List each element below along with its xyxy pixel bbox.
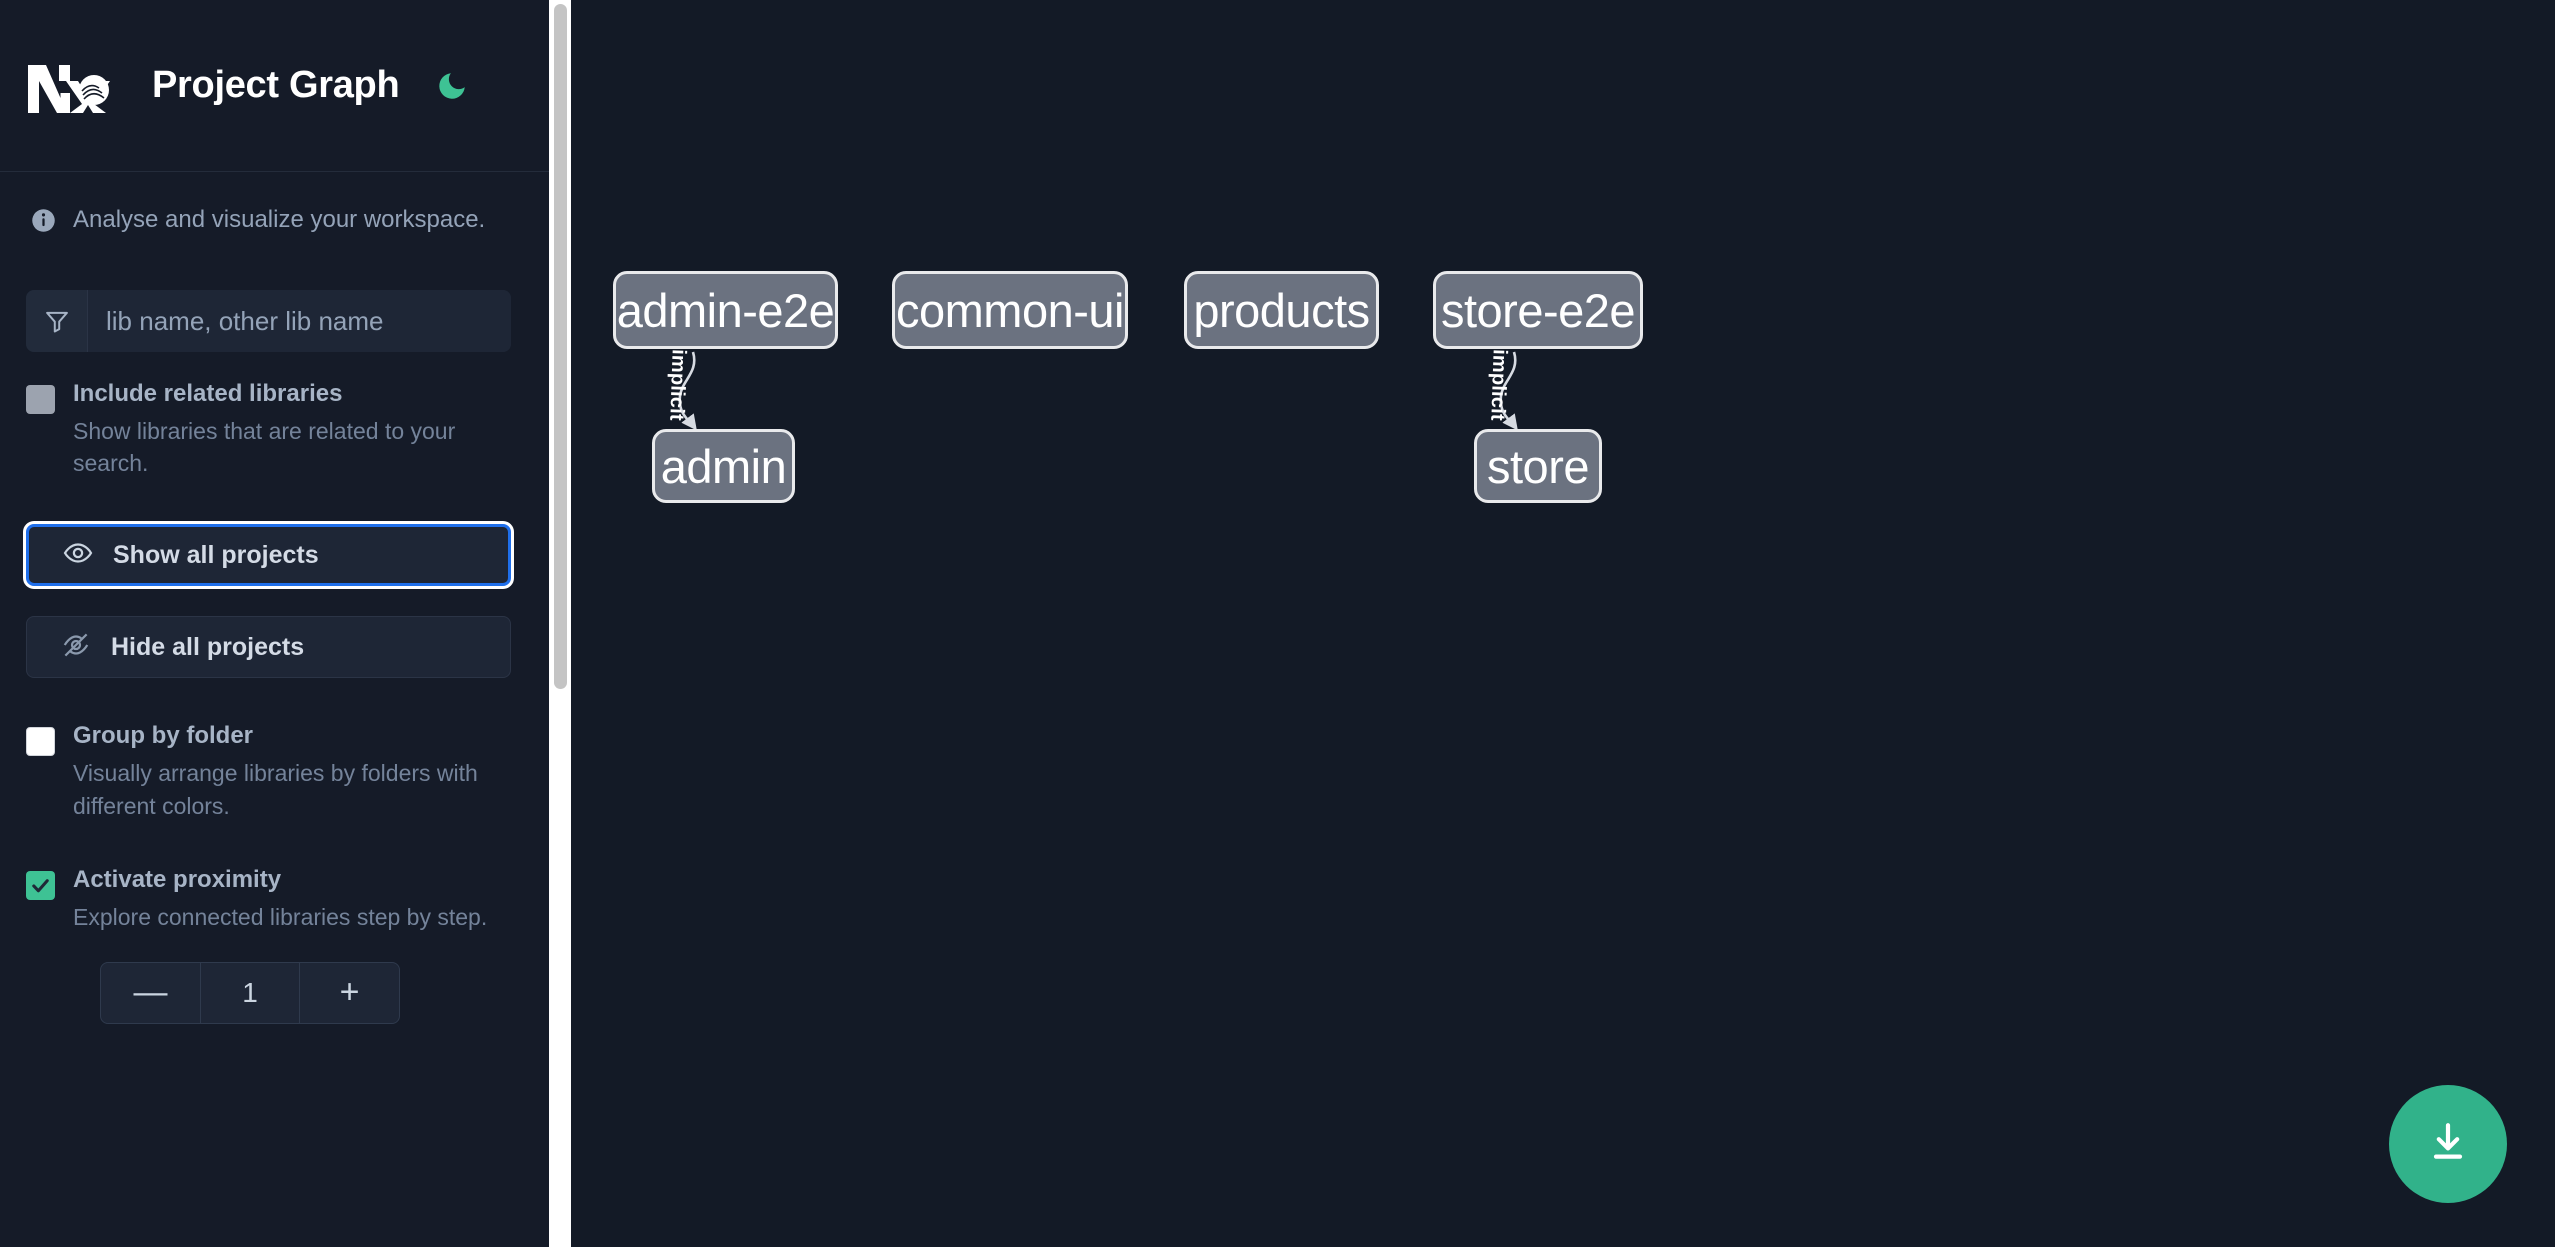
include-related-libraries-checkbox[interactable]: [26, 385, 55, 414]
graph-node-common-ui[interactable]: common-ui: [892, 271, 1128, 349]
eye-off-icon: [61, 630, 91, 665]
graph-node-products[interactable]: products: [1184, 271, 1379, 349]
hide-all-projects-button[interactable]: Hide all projects: [26, 616, 511, 679]
info-icon: [30, 207, 57, 234]
sidebar-scrollbar-thumb[interactable]: [554, 4, 567, 689]
search-bar: [26, 290, 511, 352]
graph-node-store-e2e[interactable]: store-e2e: [1433, 271, 1643, 349]
filter-funnel-icon[interactable]: [26, 290, 88, 352]
group-by-folder-description: Visually arrange libraries by folders wi…: [73, 759, 478, 819]
moon-icon[interactable]: [431, 65, 473, 107]
hide-all-projects-label: Hide all projects: [111, 632, 305, 661]
proximity-decrement-button[interactable]: —: [101, 962, 201, 1023]
activate-proximity-checkbox[interactable]: [26, 871, 55, 901]
proximity-stepper: — 1 +: [100, 961, 400, 1024]
graph-canvas[interactable]: implicit implicit admin-e2e common-ui pr…: [549, 0, 2555, 1247]
graph-edges: [678, 351, 1518, 431]
option-activate-proximity[interactable]: Activate proximity Explore connected lib…: [0, 866, 549, 933]
include-related-libraries-label: Include related libraries: [73, 380, 343, 407]
graph-node-admin-e2e[interactable]: admin-e2e: [613, 271, 838, 349]
download-graph-button[interactable]: [2389, 1085, 2507, 1203]
graph-node-admin[interactable]: admin: [652, 429, 795, 503]
sidebar: Project Graph Analyse and visualize your…: [0, 0, 549, 1247]
eye-icon: [63, 538, 93, 573]
group-by-folder-checkbox[interactable]: [26, 727, 55, 757]
show-all-projects-label: Show all projects: [113, 540, 319, 569]
page-title: Project Graph: [152, 64, 400, 106]
tagline-text: Analyse and visualize your workspace.: [73, 206, 486, 233]
proximity-increment-button[interactable]: +: [299, 962, 399, 1023]
edge-label-store: implicit: [1486, 348, 1511, 422]
download-icon: [2424, 1118, 2472, 1171]
edge-label-admin: implicit: [665, 348, 690, 422]
option-group-by-folder[interactable]: Group by folder Visually arrange librari…: [0, 722, 549, 822]
graph-node-store[interactable]: store: [1474, 429, 1602, 503]
workspace-tagline: Analyse and visualize your workspace.: [0, 172, 549, 268]
sidebar-header: Project Graph: [0, 0, 549, 172]
sidebar-body: Analyse and visualize your workspace. In…: [0, 172, 549, 1024]
activate-proximity-description: Explore connected libraries step by step…: [73, 904, 488, 931]
nx-logo-icon: [26, 57, 122, 115]
group-by-folder-label: Group by folder: [73, 722, 253, 750]
search-input[interactable]: [88, 290, 511, 352]
show-all-projects-button[interactable]: Show all projects: [26, 524, 511, 587]
option-include-related-libraries[interactable]: Include related libraries Show libraries…: [0, 380, 549, 480]
include-related-libraries-description: Show libraries that are related to your …: [73, 417, 456, 477]
activate-proximity-label: Activate proximity: [73, 866, 282, 894]
proximity-value: 1: [242, 976, 258, 1008]
